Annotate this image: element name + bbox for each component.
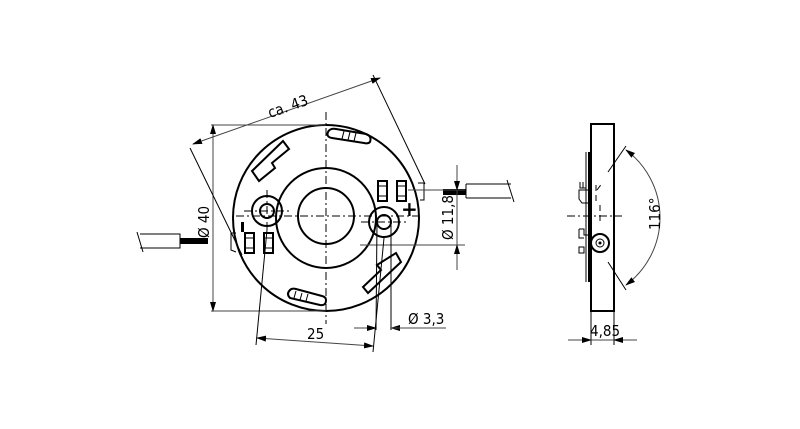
svg-text:Ø 3,3: Ø 3,3 bbox=[408, 310, 444, 328]
wire-right bbox=[443, 179, 515, 203]
dimension-hole-diameter: Ø 3,3 bbox=[354, 221, 446, 331]
contact-pad bbox=[377, 180, 388, 202]
wire-left bbox=[136, 231, 208, 253]
contact-pad bbox=[396, 180, 407, 202]
front-view: + Ø 40 ca. 43 bbox=[136, 74, 515, 353]
svg-text:Ø 11,8: Ø 11,8 bbox=[439, 195, 457, 240]
dimension-angle: 116° bbox=[607, 145, 664, 291]
svg-text:ca. 43: ca. 43 bbox=[265, 91, 310, 122]
dimension-diagonal: ca. 43 bbox=[189, 74, 426, 256]
side-view: 116° 4,85 bbox=[567, 123, 664, 345]
dimension-hole-spacing: 25 bbox=[255, 229, 385, 353]
dimension-center-diameter: Ø 11,8 bbox=[360, 165, 465, 270]
clip-upper-left bbox=[250, 139, 291, 183]
svg-text:4,85: 4,85 bbox=[590, 322, 620, 340]
polarity-plus-label: + bbox=[401, 197, 418, 221]
slot-bottom bbox=[287, 287, 328, 307]
wire-exit-roller bbox=[590, 233, 610, 253]
polarity-minus-marker bbox=[241, 222, 244, 232]
svg-text:116°: 116° bbox=[646, 198, 664, 231]
contact-pad bbox=[244, 232, 255, 254]
svg-text:Ø 40: Ø 40 bbox=[195, 206, 213, 238]
side-body bbox=[590, 123, 615, 312]
slot-top bbox=[326, 127, 372, 145]
svg-text:25: 25 bbox=[307, 325, 324, 343]
dimension-thickness: 4,85 bbox=[568, 311, 637, 345]
contact-pad bbox=[263, 232, 274, 254]
mounting-hole-left bbox=[244, 190, 290, 232]
